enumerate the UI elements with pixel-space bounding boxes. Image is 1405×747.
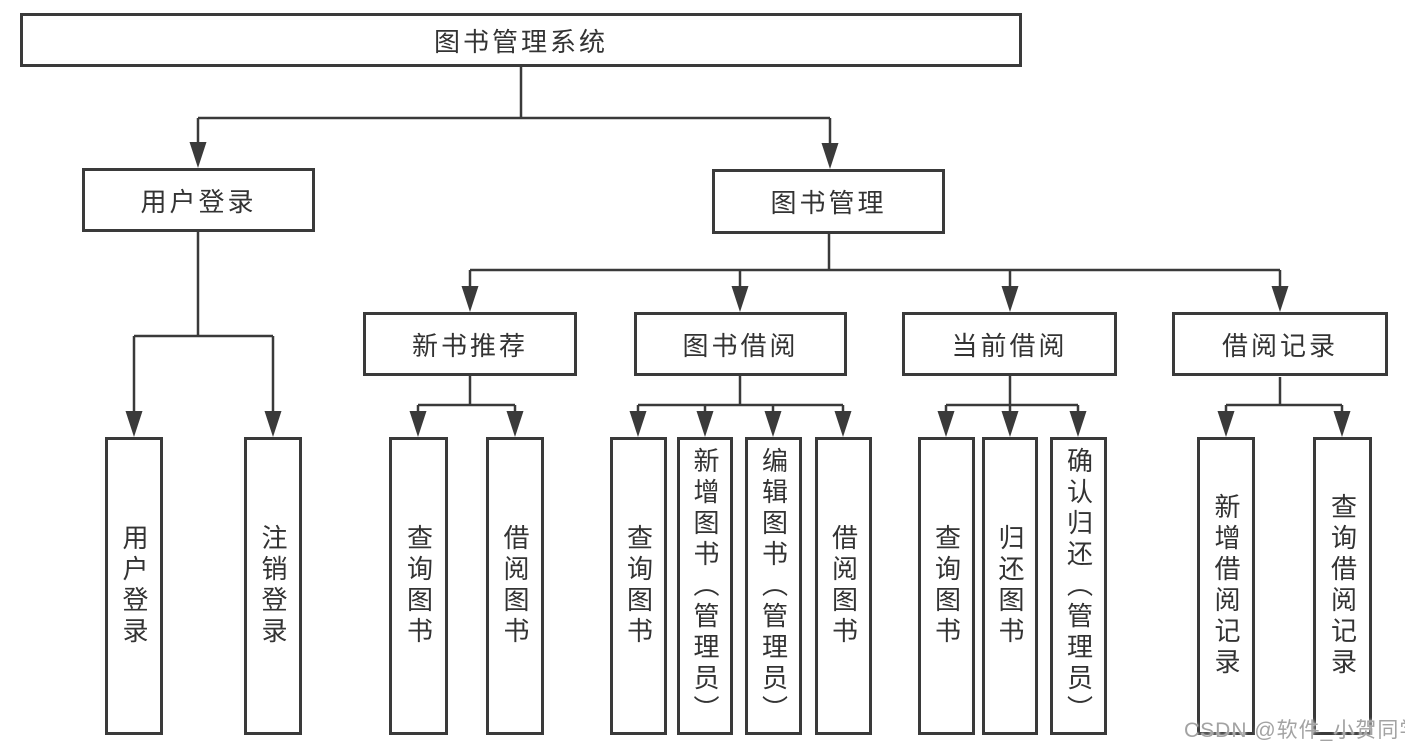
leaf-borrow-borrow-books-label: 借阅图书 [828,524,859,648]
leaf-borrow-query-books: 查询图书 [610,437,667,735]
csdn-watermark: CSDN @软件_小贺同学 [1184,719,1405,742]
node-borrow-records: 借阅记录 [1172,312,1388,376]
leaf-current-confirm-return-admin-label: 确认归还（管理员） [1063,446,1094,726]
node-user-login-label: 用户登录 [140,186,257,217]
leaf-records-query-record: 查询借阅记录 [1313,437,1372,735]
node-book-borrow-label: 图书借阅 [682,330,799,361]
node-current-borrow: 当前借阅 [902,312,1117,376]
leaf-records-add-record-label: 新增借阅记录 [1211,493,1241,679]
leaf-borrow-edit-books-admin: 编辑图书（管理员） [745,437,802,735]
leaf-borrow-add-books-admin: 新增图书（管理员） [677,437,733,735]
connector-root-to-level2 [196,67,832,150]
leaf-newbook-query-books-label: 查询图书 [403,524,434,648]
node-library-system: 图书管理系统 [20,13,1022,67]
leaf-current-return-books: 归还图书 [982,437,1038,735]
connector-bookmgmt-to-level3 [468,234,1282,293]
leaf-current-query-books-label: 查询图书 [931,524,962,648]
leaf-current-confirm-return-admin: 确认归还（管理员） [1050,437,1107,735]
leaf-borrow-borrow-books: 借阅图书 [815,437,872,735]
node-book-management-label: 图书管理 [770,188,887,218]
leaf-newbook-borrow-books-label: 借阅图书 [500,524,530,648]
leaf-newbook-borrow-books: 借阅图书 [486,437,544,735]
leaf-current-query-books: 查询图书 [918,437,975,735]
leaf-records-add-record: 新增借阅记录 [1197,437,1255,735]
leaf-records-query-record-label: 查询借阅记录 [1327,493,1358,679]
leaf-logout-login-label: 注销登录 [258,524,288,648]
connector-newbook-to-leaves [416,375,517,418]
leaf-logout-login: 注销登录 [244,437,302,735]
node-library-system-label: 图书管理系统 [433,26,608,57]
connector-borrow-to-leaves [636,376,845,418]
leaf-current-return-books-label: 归还图书 [995,524,1025,648]
leaf-borrow-query-books-label: 查询图书 [623,524,654,648]
node-book-borrow: 图书借阅 [634,312,847,376]
node-book-management: 图书管理 [712,169,945,234]
connector-userlogin-to-leaves [132,232,275,418]
node-borrow-records-label: 借阅记录 [1221,330,1338,361]
node-user-login: 用户登录 [82,168,315,232]
leaf-user-login: 用户登录 [105,437,163,735]
leaf-newbook-query-books: 查询图书 [389,437,448,735]
leaf-borrow-add-books-admin-label: 新增图书（管理员） [690,446,720,726]
arrowheads [125,142,1351,437]
node-new-book-recommend-label: 新书推荐 [411,330,528,361]
node-new-book-recommend: 新书推荐 [363,312,577,376]
leaf-borrow-edit-books-admin-label: 编辑图书（管理员） [758,446,789,726]
leaf-user-login-label: 用户登录 [119,524,149,648]
node-current-borrow-label: 当前借阅 [951,330,1068,361]
connector-records-to-leaves [1224,377,1344,418]
